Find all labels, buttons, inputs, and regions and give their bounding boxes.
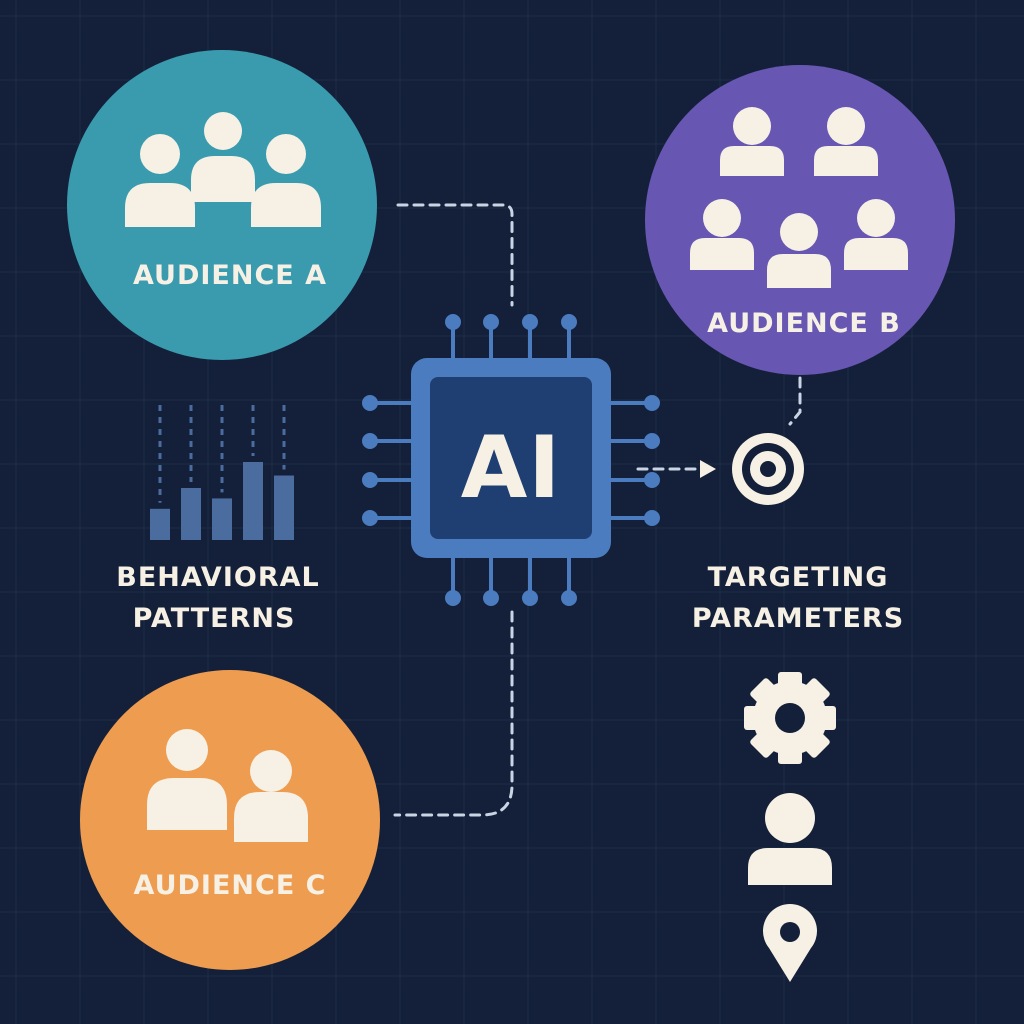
chip-pin-end <box>561 314 577 330</box>
behavioral-patterns-node: BEHAVIORAL PATTERNS <box>116 405 319 634</box>
chip-pin-end <box>644 433 660 449</box>
chip-pin-end <box>362 395 378 411</box>
targeting-label-line2: PARAMETERS <box>692 603 904 634</box>
gear-icon <box>744 672 836 764</box>
audience-c-label: AUDIENCE C <box>134 870 327 901</box>
targeting-parameters-node: TARGETING PARAMETERS <box>692 433 904 634</box>
audience-c-node: AUDIENCE C <box>80 670 380 970</box>
chip-pin-end <box>445 590 461 606</box>
chip-core <box>430 377 592 539</box>
bar <box>150 508 170 540</box>
bar <box>212 498 232 540</box>
chip-pin-end <box>522 314 538 330</box>
audience-a-circle <box>67 50 377 360</box>
connector-audience-a-to-chip <box>396 203 514 307</box>
user-icon <box>748 793 832 885</box>
chip-pin-end <box>522 590 538 606</box>
bar-chart-icon <box>150 405 294 540</box>
audience-c-circle <box>80 670 380 970</box>
arrowhead-icon <box>700 460 716 478</box>
location-pin-icon <box>763 904 818 982</box>
connectors <box>393 203 802 817</box>
chip-pin-end <box>644 472 660 488</box>
target-icon <box>732 433 804 505</box>
bar <box>274 475 294 540</box>
connector-chip-to-audience-c <box>393 610 514 817</box>
chip-pin-end <box>362 510 378 526</box>
group-of-two-people-icon <box>147 729 308 842</box>
chip-pin-end <box>561 590 577 606</box>
audience-b-label: AUDIENCE B <box>707 308 901 339</box>
chip-pin-end <box>445 314 461 330</box>
chip-pin-end <box>483 314 499 330</box>
ai-chip-node: AI <box>362 314 660 606</box>
chip-pin-end <box>644 510 660 526</box>
audience-a-node: AUDIENCE A <box>67 50 377 360</box>
chip-pins <box>362 314 660 606</box>
group-of-five-people-icon <box>690 107 908 288</box>
bar <box>243 462 263 540</box>
chip-pin-end <box>644 395 660 411</box>
behavioral-label-line1: BEHAVIORAL <box>116 562 319 593</box>
audience-a-label: AUDIENCE A <box>133 260 327 291</box>
chip-label: AI <box>461 418 562 518</box>
group-of-three-people-icon <box>125 112 321 227</box>
chip-pin-end <box>362 472 378 488</box>
connector-audience-b-to-target <box>788 376 802 426</box>
chip-pin-end <box>483 590 499 606</box>
chip-pin-end <box>362 433 378 449</box>
bar <box>181 488 201 540</box>
behavioral-label-line2: PATTERNS <box>133 603 296 634</box>
targeting-label-line1: TARGETING <box>708 562 889 593</box>
audience-b-node: AUDIENCE B <box>645 65 955 375</box>
